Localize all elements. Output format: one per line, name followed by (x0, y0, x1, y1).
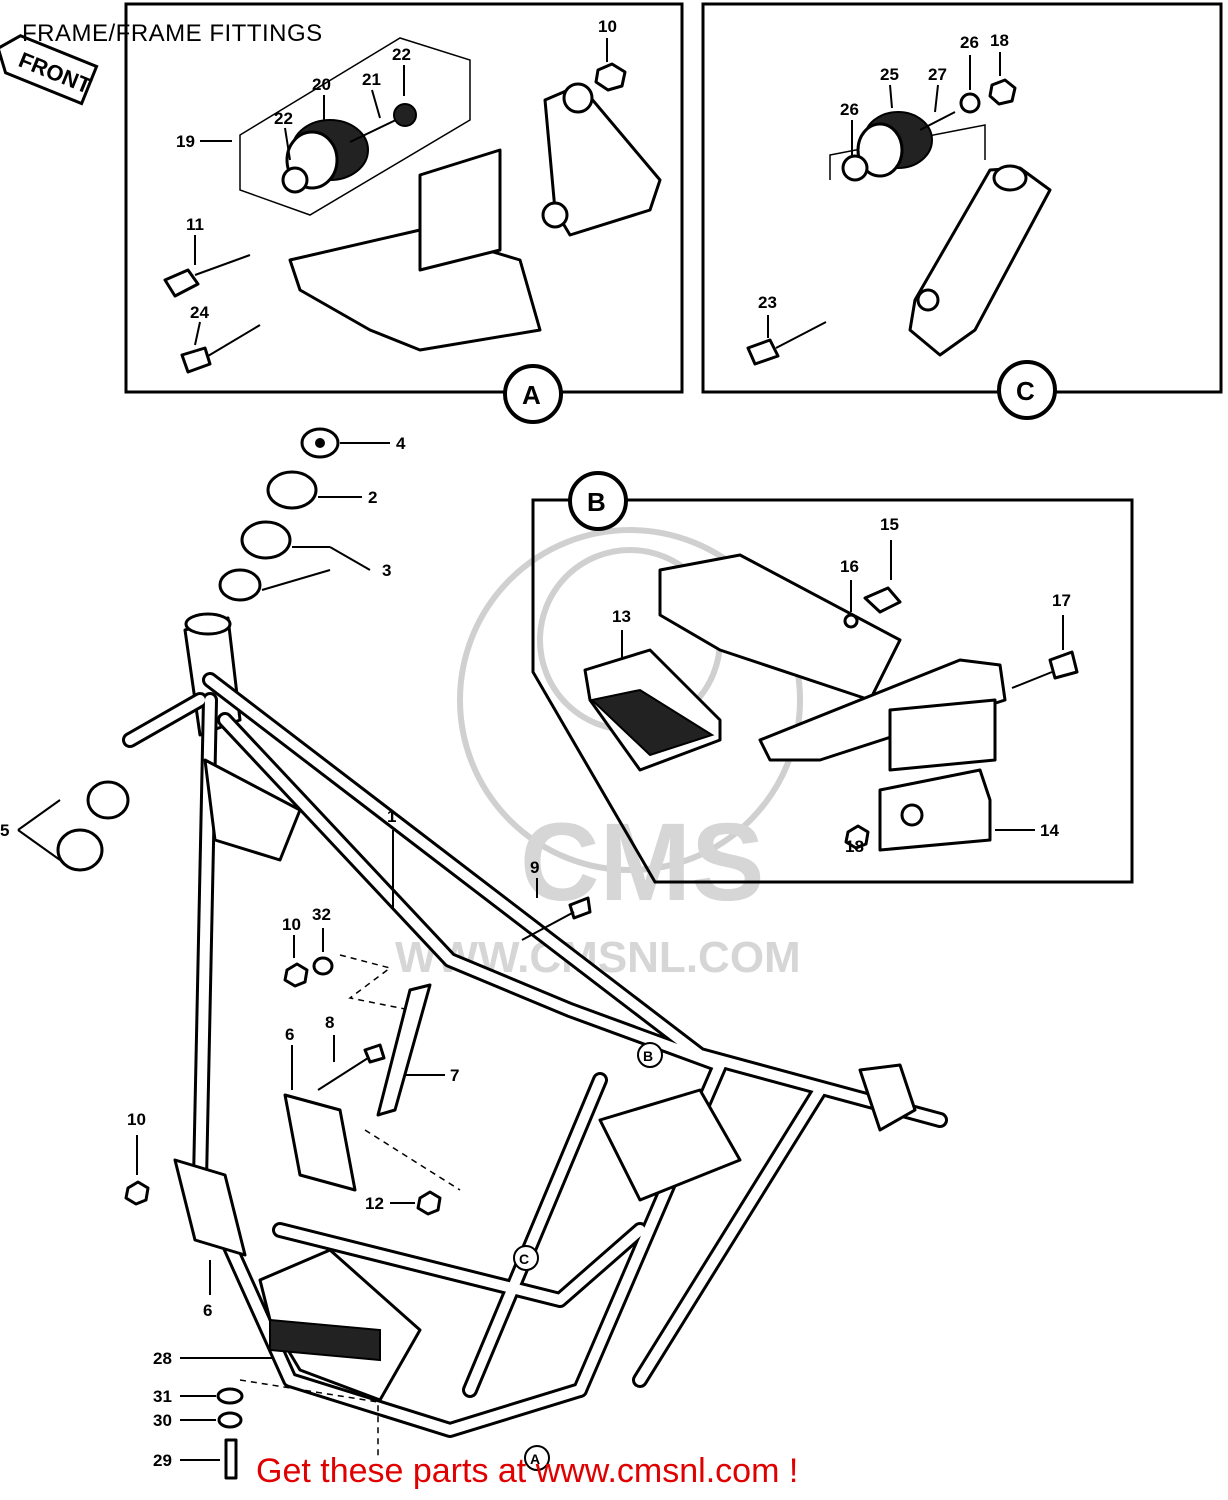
callout-22-lower: 22 (274, 109, 293, 128)
detail-view-c: 25 27 26 18 26 23 C (701, 2, 1223, 420)
callout-3: 3 (382, 561, 391, 580)
callout-6-upper: 6 (285, 1025, 294, 1044)
callout-32: 32 (312, 905, 331, 924)
callout-12: 12 (365, 1194, 384, 1213)
detail-a-label: A (522, 380, 541, 410)
callout-21: 21 (362, 70, 381, 89)
main-frame: B C A (122, 612, 948, 1471)
callout-20: 20 (312, 75, 331, 94)
callout-27: 27 (928, 65, 947, 84)
detail-c-label: C (1016, 376, 1035, 406)
callout-26-upper: 26 (960, 33, 979, 52)
callout-10-lower: 10 (127, 1110, 146, 1129)
detail-view-b: 15 16 17 13 14 18 B (531, 471, 1134, 884)
callout-26-lower: 26 (840, 100, 859, 119)
callout-14: 14 (1040, 821, 1059, 840)
detail-b-label: B (587, 487, 606, 517)
detail-view-a: 19 20 21 22 22 11 24 10 A (124, 2, 684, 424)
callout-16: 16 (840, 557, 859, 576)
callout-4: 4 (396, 434, 406, 453)
callout-22-upper: 22 (392, 45, 411, 64)
callout-2: 2 (368, 488, 377, 507)
frame-ref-c: C (519, 1251, 529, 1267)
callout-6-lower: 6 (203, 1301, 212, 1320)
page-title: FRAME/FRAME FITTINGS (22, 20, 323, 47)
callout-5: 5 (0, 821, 9, 840)
callout-8: 8 (325, 1013, 334, 1032)
callout-23: 23 (758, 293, 777, 312)
callout-29: 29 (153, 1451, 172, 1470)
callout-15: 15 (880, 515, 899, 534)
callout-10-detail-a: 10 (598, 17, 617, 36)
callout-24: 24 (190, 303, 209, 322)
callout-18-detail-c: 18 (990, 31, 1009, 50)
callout-19: 19 (176, 132, 195, 151)
callout-28: 28 (153, 1349, 172, 1368)
callout-11: 11 (186, 215, 204, 234)
callout-17: 17 (1052, 591, 1071, 610)
callout-13: 13 (612, 607, 631, 626)
frame-ref-b: B (643, 1048, 653, 1064)
callout-18-detail-b: 18 (845, 837, 864, 856)
steering-parts: 4 2 3 5 (0, 427, 406, 872)
callout-7: 7 (450, 1066, 459, 1085)
footer-promo-link[interactable]: Get these parts at www.cmsnl.com ! (256, 1452, 799, 1490)
frame-ref-a: A (530, 1451, 540, 1467)
callout-10-upper: 10 (282, 915, 301, 934)
callout-31: 31 (153, 1387, 172, 1406)
callout-9: 9 (530, 858, 539, 877)
callout-1: 1 (387, 807, 396, 826)
callout-25: 25 (880, 65, 899, 84)
callout-30: 30 (153, 1411, 172, 1430)
frame-fittings: 1 9 10 32 8 7 6 6 10 12 28 (124, 807, 592, 1480)
